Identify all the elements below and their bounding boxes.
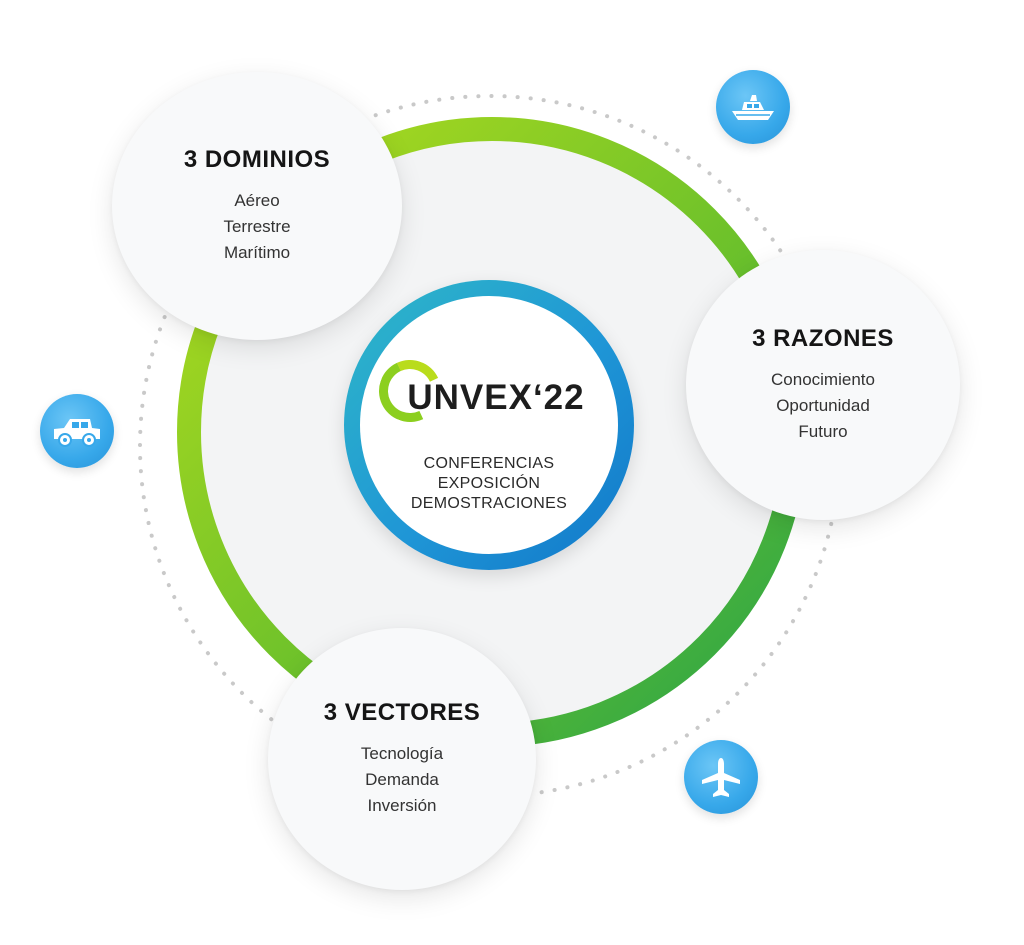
bubble-item: Aéreo [234, 191, 280, 210]
center-line: DEMOSTRACIONES [410, 495, 568, 512]
bubble-item: Terrestre [223, 217, 291, 236]
bubble-item: Futuro [798, 422, 848, 441]
bubble-item: Marítimo [223, 243, 291, 262]
bubble-vectores: 3 VECTORES Tecnología Demanda Inversión [268, 628, 536, 890]
car-icon-glyph [54, 419, 100, 447]
bubble-title: 3 DOMINIOS [183, 146, 331, 173]
boat-icon-glyph [732, 95, 774, 120]
bubble-item: Inversión [367, 796, 437, 815]
center-line: CONFERENCIAS [423, 455, 555, 472]
unvex-logo: UNVEX‘22 [370, 351, 585, 431]
bubble-item: Demanda [365, 770, 439, 789]
bubble-dominios: 3 DOMINIOS Aéreo Terrestre Marítimo [112, 72, 402, 340]
logo-text: UNVEX‘22 [407, 378, 585, 417]
bubble-item: Tecnología [360, 744, 444, 763]
bubble-item: Conocimiento [771, 370, 875, 389]
plane-icon-glyph [702, 758, 740, 797]
bubble-title: 3 VECTORES [323, 699, 481, 726]
bubble-item: Oportunidad [776, 396, 870, 415]
center-ring: UNVEX‘22 CONFERENCIAS EXPOSICIÓN DEMOSTR… [344, 280, 634, 570]
bubble-razones: 3 RAZONES Conocimiento Oportunidad Futur… [686, 250, 960, 520]
bubble-title: 3 RAZONES [752, 325, 894, 352]
plane-icon [684, 740, 758, 814]
center-content: UNVEX‘22 CONFERENCIAS EXPOSICIÓN DEMOSTR… [360, 296, 618, 554]
boat-icon [716, 70, 790, 144]
center-lines: CONFERENCIAS EXPOSICIÓN DEMOSTRACIONES [411, 454, 567, 514]
car-icon [40, 394, 114, 468]
center-line: EXPOSICIÓN [437, 475, 541, 492]
